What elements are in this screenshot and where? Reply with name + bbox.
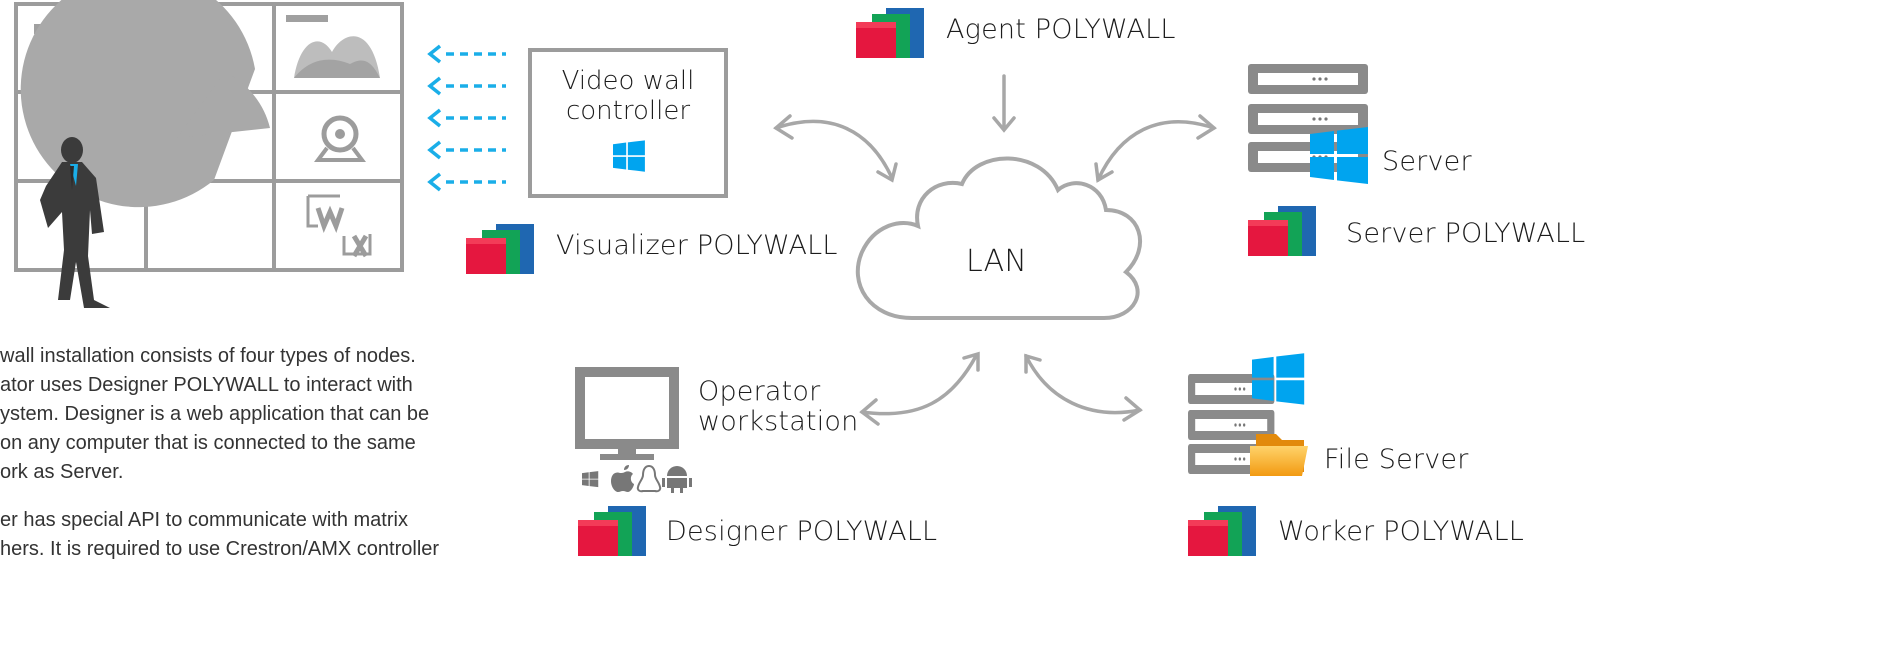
description-line: er has special API to communicate with m…: [0, 509, 408, 531]
description-line: wall installation consists of four types…: [0, 345, 416, 367]
description-line: ator uses Designer POLYWALL to interact …: [0, 374, 413, 396]
server-rack-icon: [1248, 64, 1368, 172]
server-polywall-label: Server POLYWALL: [1346, 218, 1586, 249]
description-line: ork as Server.: [0, 461, 124, 483]
description-paragraph-1: wall installation consists of four types…: [0, 342, 455, 487]
worker-polywall-label: Worker POLYWALL: [1278, 516, 1524, 547]
lan-cloud: [855, 156, 1143, 320]
lan-label: LAN: [966, 244, 1027, 279]
server-polywall-logo: [1248, 206, 1316, 256]
apple-icon: [611, 465, 634, 492]
description-line: on any computer that is connected to the…: [0, 432, 416, 454]
video-wall: [14, 0, 404, 272]
server-label: Server: [1382, 146, 1472, 177]
word-excel-icon: [306, 194, 372, 258]
designer-polywall-label: Designer POLYWALL: [666, 516, 938, 547]
visualizer-polywall-logo: [466, 224, 534, 274]
controller-title: Video wall controller: [561, 66, 695, 126]
linux-icon: [636, 464, 662, 493]
description-paragraph-2: er has special API to communicate with m…: [0, 506, 455, 564]
agent-polywall-logo: [856, 8, 924, 58]
description-line: ystem. Designer is a web application tha…: [0, 403, 430, 425]
worker-polywall-logo: [1188, 506, 1256, 556]
android-icon: [662, 466, 692, 493]
os-icons: [582, 464, 692, 493]
monitor-icon: [575, 367, 679, 460]
description-line: hers. It is required to use Crestron/AMX…: [0, 538, 440, 560]
windows-icon: [582, 471, 599, 488]
visualizer-polywall-label: Visualizer POLYWALL: [556, 230, 838, 261]
agent-polywall-label: Agent POLYWALL: [946, 14, 1176, 45]
folder-icon: [1250, 434, 1308, 476]
businessman-figure: [40, 137, 110, 308]
operator-workstation-label-line2: workstation: [698, 406, 859, 437]
designer-polywall-logo: [578, 506, 646, 556]
file-server-label: File Server: [1324, 444, 1469, 475]
webcam-icon: [314, 115, 366, 162]
operator-workstation-label-line1: Operator: [698, 376, 821, 407]
output-signal-arrows: [427, 44, 506, 192]
network-arrows: [773, 74, 1217, 426]
video-wall-controller-box: [528, 48, 728, 198]
